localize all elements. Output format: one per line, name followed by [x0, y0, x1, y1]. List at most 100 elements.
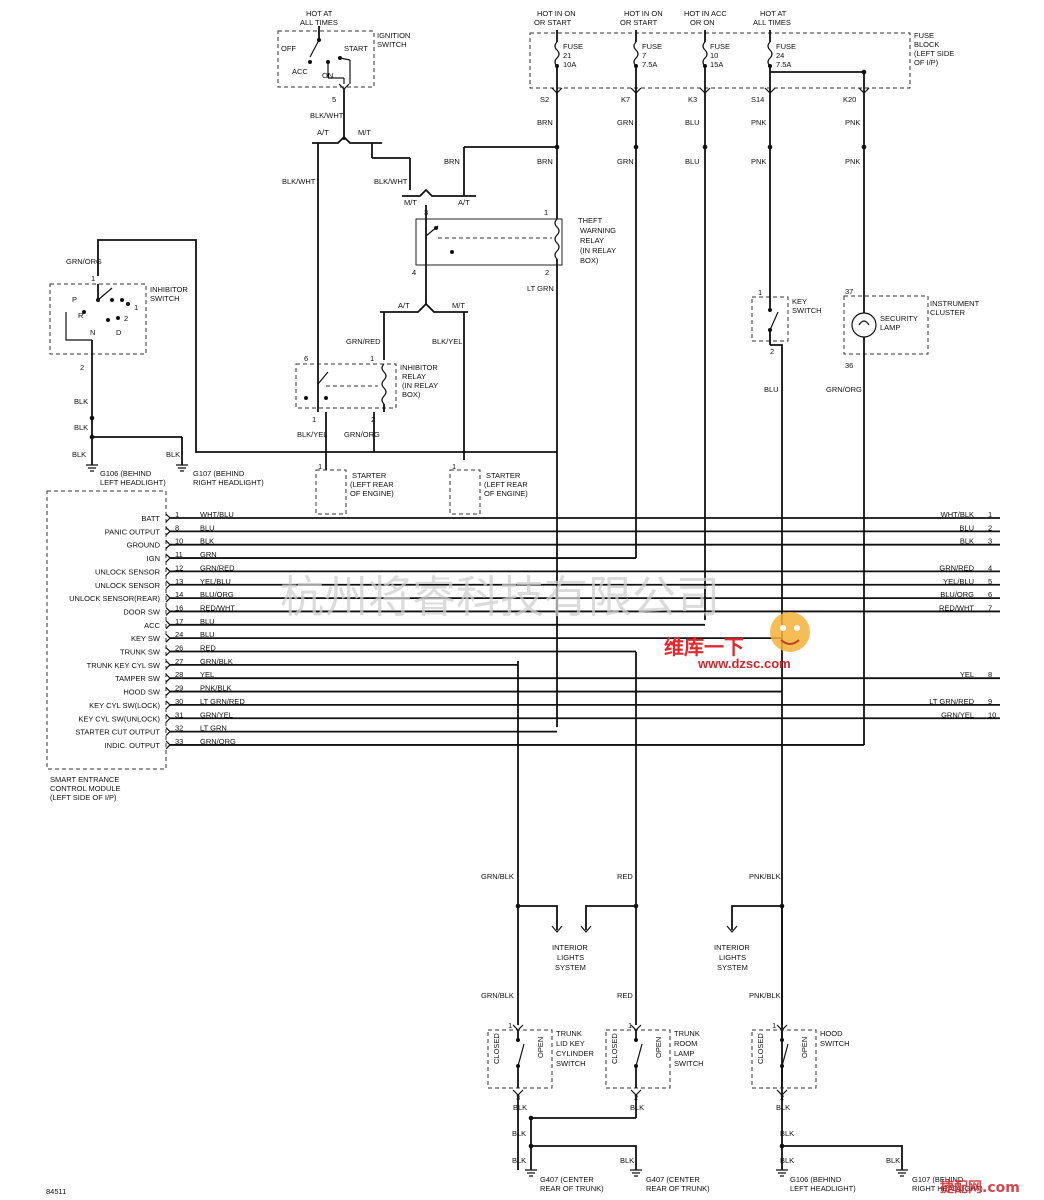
- svg-text:A/T: A/T: [317, 128, 329, 137]
- right-connector-wire: BLU: [959, 523, 974, 532]
- secm-pin-wire-color: GRN: [200, 550, 217, 559]
- svg-text:BLU: BLU: [764, 385, 779, 394]
- svg-text:CLOSED: CLOSED: [756, 1033, 765, 1064]
- svg-text:BLK: BLK: [512, 1129, 526, 1138]
- right-connector-number: 5: [988, 577, 992, 586]
- svg-text:FUSE: FUSE: [710, 42, 730, 51]
- secm-pin-number: 24: [175, 630, 183, 639]
- svg-text:24: 24: [776, 51, 784, 60]
- svg-text:BLK: BLK: [74, 423, 88, 432]
- svg-text:GRN/RED: GRN/RED: [346, 337, 381, 346]
- svg-text:BLK/WHT: BLK/WHT: [282, 177, 316, 186]
- svg-text:PNK/BLK: PNK/BLK: [749, 991, 781, 1000]
- svg-text:BLK: BLK: [780, 1156, 794, 1165]
- svg-text:START: START: [344, 44, 368, 53]
- svg-text:GRN/BLK: GRN/BLK: [481, 872, 514, 881]
- svg-text:BRN: BRN: [537, 118, 553, 127]
- secm-pin-number: 8: [175, 523, 179, 532]
- svg-text:K20: K20: [843, 95, 856, 104]
- right-connector-number: 9: [988, 697, 992, 706]
- svg-text:CLOSED: CLOSED: [492, 1033, 501, 1064]
- secm-pin-number: 10: [175, 537, 183, 546]
- secm-pin-wire-color: WHT/BLU: [200, 510, 234, 519]
- svg-text:OPEN: OPEN: [536, 1037, 545, 1058]
- svg-text:15A: 15A: [710, 60, 723, 69]
- right-connector-number: 6: [988, 590, 992, 599]
- svg-text:BRN: BRN: [537, 157, 553, 166]
- svg-text:BLK: BLK: [72, 450, 86, 459]
- svg-text:P: P: [72, 295, 77, 304]
- svg-text:PNK: PNK: [845, 157, 860, 166]
- secm-pin-number: 26: [175, 644, 183, 653]
- secm-pin-label: PANIC OUTPUT: [105, 527, 161, 536]
- secm-pin-number: 31: [175, 710, 183, 719]
- svg-text:10A: 10A: [563, 60, 576, 69]
- svg-text:10: 10: [710, 51, 718, 60]
- svg-text:ON: ON: [322, 71, 333, 80]
- svg-text:BLU: BLU: [685, 157, 700, 166]
- svg-text:4: 4: [412, 268, 416, 277]
- right-connector-number: 1: [988, 510, 992, 519]
- svg-text:7.5A: 7.5A: [642, 60, 657, 69]
- svg-text:GRN/BLK: GRN/BLK: [481, 991, 514, 1000]
- secm-pin-label: KEY CYL SW(UNLOCK): [78, 714, 160, 723]
- svg-text:RED: RED: [617, 991, 633, 1000]
- watermark-company: 杭州将睿科技有限公司: [280, 572, 720, 623]
- svg-text:OPEN: OPEN: [654, 1037, 663, 1058]
- svg-text:D: D: [116, 328, 122, 337]
- svg-text:BLK: BLK: [886, 1156, 900, 1165]
- svg-text:2: 2: [371, 415, 375, 424]
- svg-text:S2: S2: [540, 95, 549, 104]
- right-connector-wire: GRN/YEL: [941, 710, 974, 719]
- right-connector-number: 2: [988, 523, 992, 532]
- secm-pin-label: INDIC. OUTPUT: [105, 741, 161, 750]
- secm-pin-wire-color: BLK: [200, 537, 214, 546]
- svg-text:A/T: A/T: [398, 301, 410, 310]
- secm-pin-label: UNLOCK SENSOR(REAR): [69, 594, 160, 603]
- right-connector-wire: YEL: [960, 670, 974, 679]
- svg-text:BLK: BLK: [166, 450, 180, 459]
- secm-pin-wire-color: RED/WHT: [200, 603, 235, 612]
- secm-pin-wire-color: YEL/BLU: [200, 577, 231, 586]
- svg-text:N: N: [90, 328, 95, 337]
- svg-text:K7: K7: [621, 95, 630, 104]
- right-connector-wire: LT GRN/RED: [929, 697, 974, 706]
- svg-text:www.dzsc.com: www.dzsc.com: [697, 656, 791, 671]
- svg-text:1: 1: [452, 462, 456, 471]
- svg-text:CLOSED: CLOSED: [610, 1033, 619, 1064]
- right-connector-number: 8: [988, 670, 992, 679]
- svg-text:36: 36: [845, 361, 853, 370]
- secm-pin-label: KEY SW: [131, 634, 161, 643]
- svg-text:1: 1: [134, 303, 138, 312]
- svg-text:ACC: ACC: [292, 67, 308, 76]
- svg-text:37: 37: [845, 287, 853, 296]
- svg-text:K3: K3: [688, 95, 697, 104]
- fuse-21-label: FUSE: [563, 42, 583, 51]
- secm-pin-number: 28: [175, 670, 183, 679]
